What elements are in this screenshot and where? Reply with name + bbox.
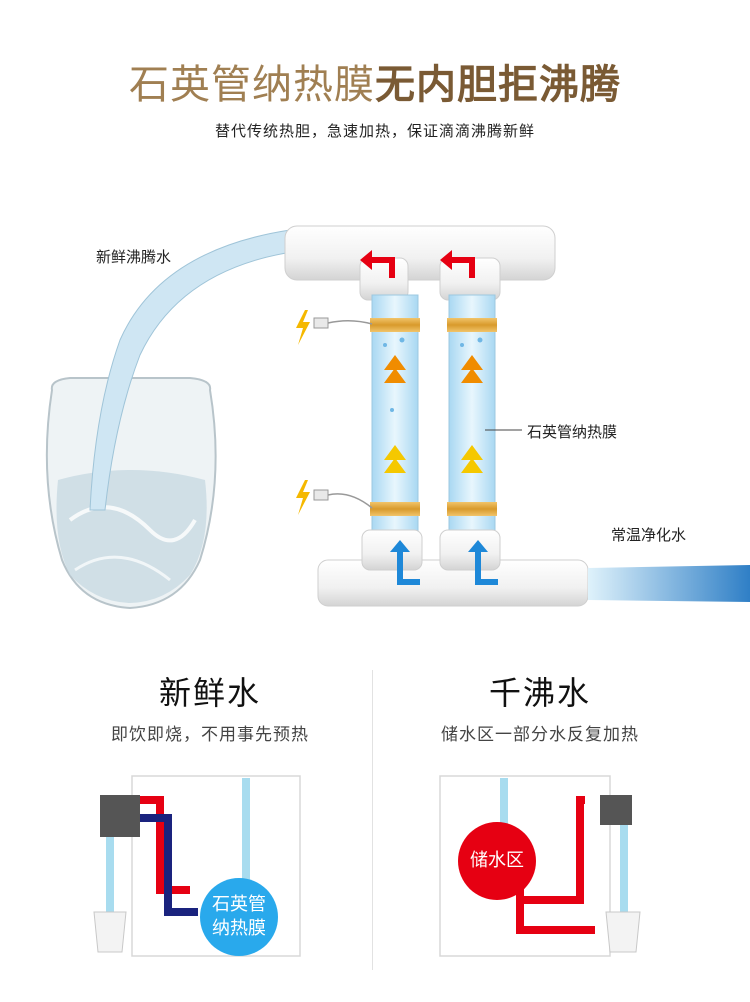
title-bold: 无内胆拒沸腾 (375, 62, 621, 108)
purified-water-stream (588, 565, 750, 602)
cold-flow-arrow-1 (397, 550, 420, 585)
power-connector-bottom (296, 480, 373, 515)
fresh-water-heading: 新鲜水 (158, 674, 261, 712)
storage-area-bubble: 储水区 (458, 822, 536, 900)
purified-water-label: 常温净化水 (611, 526, 687, 544)
hot-flow-arrow-1 (370, 257, 395, 278)
quartz-tube-1 (359, 257, 423, 571)
reboiled-water-desc: 储水区一部分水反复加热 (441, 725, 639, 745)
quartz-film-label: 石英管纳热膜 (527, 423, 618, 441)
glass-illustration (45, 377, 217, 610)
fresh-boiling-water-label: 新鲜沸腾水 (96, 248, 172, 266)
fresh-water-schematic (93, 775, 301, 957)
hot-flow-arrow-2 (450, 257, 475, 278)
compare-divider (372, 670, 373, 970)
quartz-bubble-line-1: 石英管 (212, 894, 266, 915)
quartz-film-bubble: 石英管 纳热膜 (200, 878, 278, 956)
title-light: 石英管纳热膜 (129, 62, 375, 108)
cold-flow-arrow-2 (475, 550, 498, 585)
page-title: 石英管纳热膜无内胆拒沸腾 (0, 52, 750, 110)
top-pipe (284, 225, 556, 281)
water-stream (89, 229, 293, 511)
power-connector-top (296, 310, 373, 345)
page-subtitle: 替代传统热胆，急速加热，保证滴滴沸腾新鲜 (214, 122, 535, 140)
fresh-water-desc: 即饮即烧，不用事先预热 (111, 725, 309, 745)
quartz-tube-2 (439, 257, 501, 571)
reboiled-water-schematic (439, 775, 641, 957)
heater-diagram (45, 225, 750, 610)
reboiled-water-heading: 千沸水 (488, 674, 591, 712)
quartz-bubble-line-2: 纳热膜 (212, 918, 266, 939)
